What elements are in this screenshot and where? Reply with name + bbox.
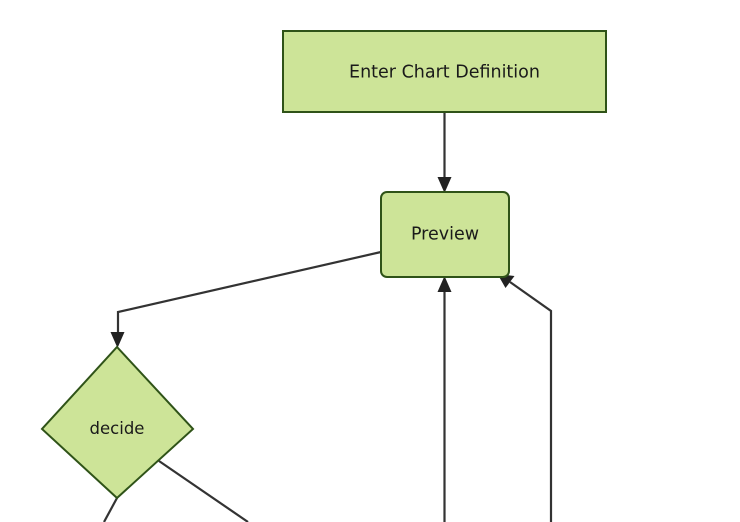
- node-shape-diamond: [40, 345, 195, 500]
- node-label-enter-chart-definition: Enter Chart Definition: [349, 63, 540, 83]
- node-preview[interactable]: Preview: [380, 191, 510, 278]
- node-enter-chart-definition[interactable]: Enter Chart Definition: [282, 30, 607, 113]
- edge-line: [103, 497, 118, 522]
- node-shape-rounded-rectangle: [380, 191, 510, 278]
- edge-preview-to-decide: [110, 250, 382, 348]
- edge-bottom-right-to-preview: [497, 274, 553, 522]
- arrow-head-icon: [437, 177, 452, 193]
- node-decide[interactable]: decide: [40, 345, 195, 500]
- node-label-preview: Preview: [411, 225, 479, 245]
- edge-decide-bottom-out: [103, 497, 118, 522]
- arrow-head-icon: [437, 276, 452, 292]
- edge-decide-right-out: [158, 460, 249, 522]
- edge-bottom-left-to-preview: [437, 276, 452, 522]
- edge-line: [509, 281, 553, 522]
- edge-line: [158, 460, 249, 522]
- node-label-decide: decide: [90, 419, 145, 438]
- node-shape-rectangle: [282, 30, 607, 113]
- edge-line: [116, 250, 382, 339]
- arrow-head-icon: [110, 332, 125, 348]
- edge-enter-to-preview: [437, 112, 452, 193]
